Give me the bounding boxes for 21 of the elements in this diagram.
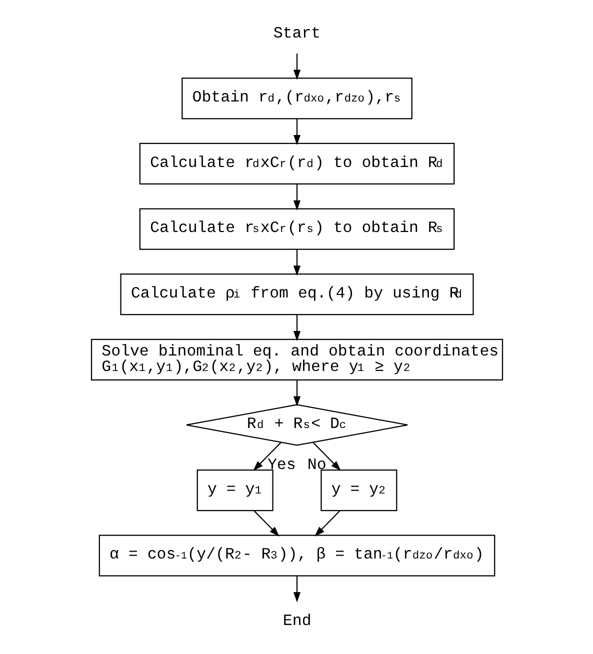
arrow bbox=[312, 442, 340, 471]
arrow bbox=[292, 314, 300, 342]
arrow bbox=[292, 184, 300, 210]
node-box: Calculate rsxCr(rs) to obtain Rs bbox=[138, 208, 454, 250]
node-text: Start bbox=[272, 24, 320, 42]
arrow bbox=[292, 249, 300, 276]
node-box: Obtain rd,(rdxo,rdzo),rs bbox=[181, 78, 412, 120]
arrow bbox=[314, 510, 340, 537]
node-box: Solve binominal eq. and obtain coordinates G1(x1,y1),G2(x2,y2), where y1 ≥ y2 bbox=[90, 338, 503, 380]
node-box: y = y2 bbox=[320, 469, 397, 512]
node-box: α = cos-1(y/(R2- R3)), β = tan-1(rdzo/rdxo) bbox=[98, 534, 495, 576]
arrow bbox=[292, 54, 300, 80]
node-box: y = y1 bbox=[196, 469, 273, 512]
node-box: Calculate rdxCr(rd) to obtain Rd bbox=[138, 142, 454, 185]
arrow bbox=[292, 576, 300, 602]
node-diamond: Rd + Rs< Dc bbox=[185, 404, 408, 446]
arrow bbox=[292, 118, 300, 146]
arrow bbox=[292, 380, 300, 406]
node-text: End bbox=[282, 612, 311, 630]
arrow bbox=[253, 510, 279, 537]
arrow bbox=[252, 442, 281, 471]
